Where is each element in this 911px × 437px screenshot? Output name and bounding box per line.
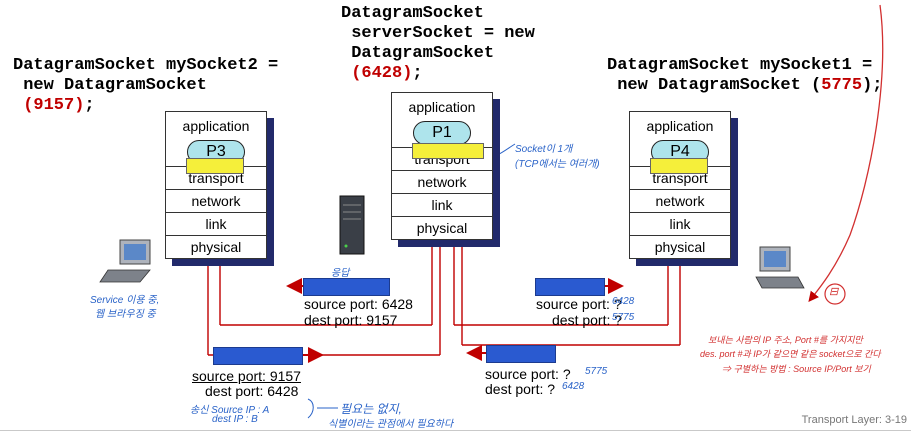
segment-top-right-src: source port: ?	[536, 296, 622, 312]
client-socket1-code: DatagramSocket mySocket1 = new DatagramS…	[607, 56, 882, 96]
socket-center	[412, 143, 484, 159]
left-computer-icon	[99, 239, 151, 283]
application-layer: application P3	[166, 112, 266, 164]
bottom-note-3: 필요는 없지,	[340, 402, 402, 416]
bottom-left-note-1: 송신 Source IP : A	[190, 405, 270, 416]
server-icon	[339, 195, 365, 255]
application-label: application	[408, 99, 476, 115]
code-tail: ;	[412, 64, 423, 83]
reply-note: 응답	[331, 268, 350, 279]
service-note-2: 웹 브라우징 중	[95, 309, 156, 320]
right-host-stack: application P4 transport network link ph…	[629, 111, 731, 259]
footer-divider	[0, 430, 911, 431]
port-number: (6428)	[351, 64, 413, 83]
link-layer: link	[166, 212, 266, 235]
socket-note-2: (TCP에서는 여러개)	[515, 159, 600, 170]
server-host-stack: application P1 transport network link ph…	[391, 92, 493, 240]
application-layer: application P1	[392, 93, 492, 145]
application-layer: application P4	[630, 112, 730, 164]
segment-top-left	[303, 278, 390, 296]
bottom-right-src-note: 5775	[585, 366, 608, 377]
circle-glyph: ⊟	[829, 286, 839, 298]
red-note-1: 보내는 사람의 IP 주소, Port #를 가지지만	[708, 335, 863, 345]
segment-bottom-left-dst: dest port: 6428	[205, 383, 299, 399]
code-tail: );	[862, 76, 883, 95]
code-line: DatagramSocket mySocket2 =	[13, 56, 279, 75]
code-line: new DatagramSocket	[13, 76, 207, 95]
note-circle	[824, 283, 846, 305]
network-layer: network	[392, 170, 492, 193]
segment-bottom-left-src: source port: 9157	[192, 368, 301, 384]
application-label: application	[646, 118, 714, 134]
top-right-src-note: 6428	[612, 296, 635, 307]
segment-top-left-src: source port: 6428	[304, 296, 413, 312]
client-socket2-code: DatagramSocket mySocket2 = new DatagramS…	[13, 56, 278, 116]
note-stroke	[307, 398, 314, 419]
left-host-stack: application P3 transport network link ph…	[165, 111, 267, 259]
port-number: 5775	[821, 76, 863, 95]
note-arrow	[808, 4, 884, 303]
segment-top-right-dst: dest port: ?	[552, 312, 623, 328]
process-p1: P1	[413, 121, 471, 145]
service-note-1: Service 이용 중,	[90, 295, 160, 306]
link-layer: link	[392, 193, 492, 216]
segment-bottom-right-dst: dest port: ?	[485, 381, 556, 397]
right-computer-icon	[755, 246, 805, 289]
red-note-3: ⇒ 구별하는 방법 : Source IP/Port 보기	[722, 364, 871, 374]
socket-note-1: Socket이 1개	[515, 144, 573, 155]
red-note-2: des. port #과 IP가 같으면 같은 socket으로 간다	[700, 349, 881, 359]
physical-layer: physical	[630, 235, 730, 258]
code-line: DatagramSocket mySocket1 =	[607, 56, 873, 75]
physical-layer: physical	[392, 216, 492, 239]
physical-layer: physical	[166, 235, 266, 258]
link-layer: link	[630, 212, 730, 235]
segment-top-left-dst: dest port: 9157	[304, 312, 398, 328]
bottom-right-dst-note: 6428	[562, 381, 585, 392]
socket-left	[186, 158, 244, 174]
code-line: DatagramSocket	[341, 44, 495, 63]
code-tail: ;	[84, 96, 95, 115]
code-line: DatagramSocket	[341, 4, 484, 23]
bottom-left-note-2: dest IP : B	[212, 414, 258, 425]
application-label: application	[182, 118, 250, 134]
segment-top-right	[535, 278, 605, 296]
segment-bottom-left	[213, 347, 303, 365]
server-socket-code: DatagramSocket serverSocket = new Datagr…	[341, 4, 535, 84]
segment-bottom-right-src: source port: ?	[485, 366, 571, 382]
top-right-dst-note: 5775	[612, 312, 635, 323]
network-layer: network	[166, 189, 266, 212]
code-line: serverSocket = new	[341, 24, 535, 43]
footer-label: Transport Layer: 3-19	[801, 414, 907, 426]
port-number: (9157)	[23, 96, 85, 115]
network-layer: network	[630, 189, 730, 212]
socket-right	[650, 158, 708, 174]
code-line: new DatagramSocket (	[607, 76, 822, 95]
bottom-note-4: 식별이라는 관점에서 필요하다	[328, 419, 454, 430]
segment-bottom-right	[486, 345, 556, 363]
